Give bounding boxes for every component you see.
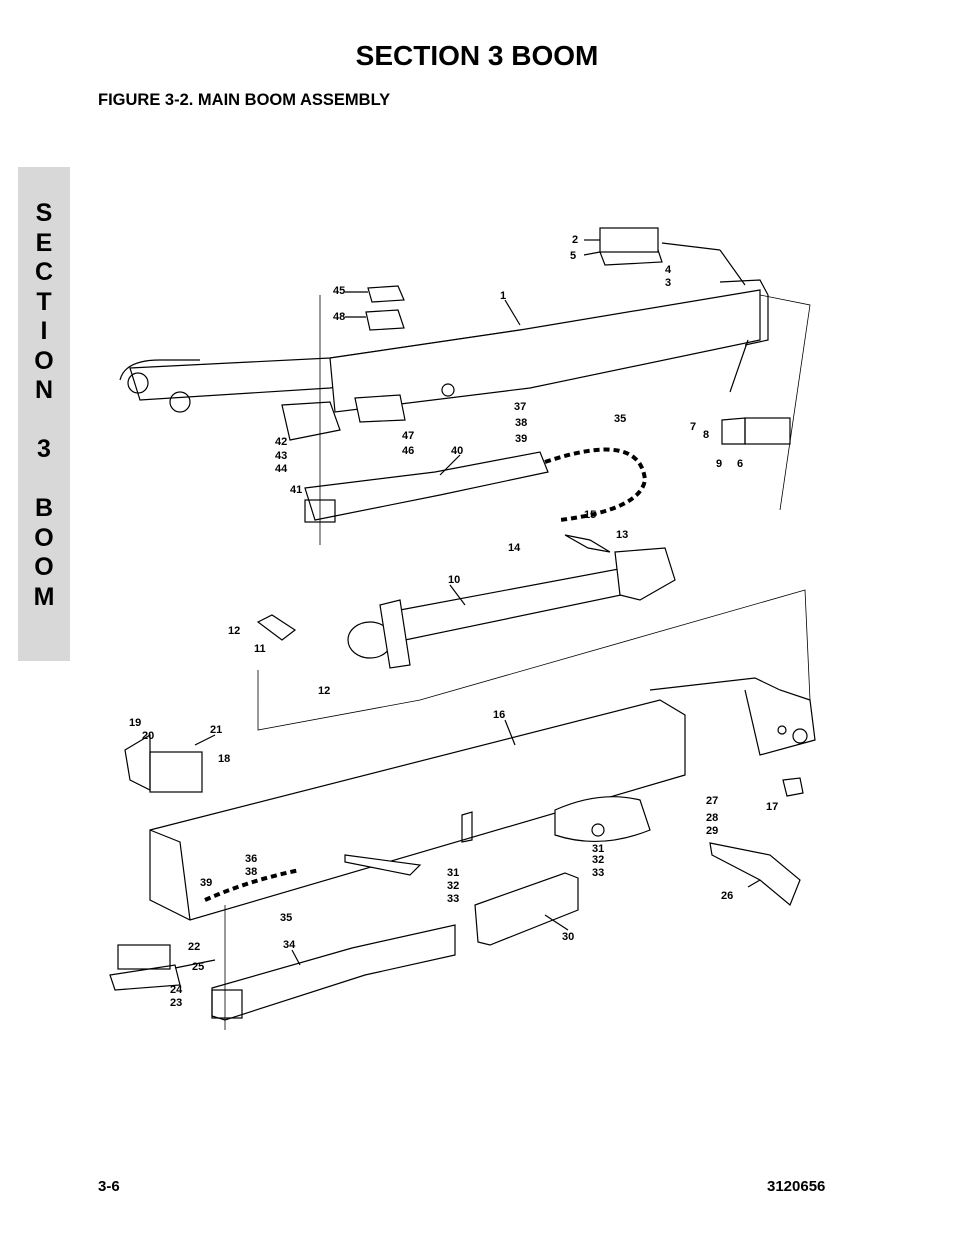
page-title: SECTION 3 BOOM [355,40,599,71]
part-callout: 23 [170,997,182,1009]
side-tab-letter: B [34,494,54,522]
part-callout: 11 [254,643,266,655]
part-callout: 37 [514,401,526,413]
side-tab-letter: O [34,346,54,375]
part-callout: 44 [275,463,288,475]
part-callout: 10 [448,574,460,586]
part-callout: 1 [500,290,506,302]
side-tab-letter: S [35,199,53,227]
part-callout: 22 [188,941,200,953]
boom-end-plate [649,677,816,756]
part-callout: 19 [129,717,141,729]
lift-cylinder [399,564,646,641]
side-tab-letter: O [34,523,54,552]
part-callout: 35 [280,912,292,924]
part-callout: 15 [584,509,596,521]
pin-17 [782,777,804,797]
part-callout: 8 [703,429,709,441]
part-callout: 31 [592,843,604,855]
wear-pad-22 [117,944,171,970]
part-callout: 29 [706,825,718,837]
part-callout: 32 [447,880,459,892]
part-callout: 31 [447,867,459,879]
part-callout: 25 [192,961,204,973]
part-callout: 2 [572,234,578,246]
document-number: 3120656 [767,1178,826,1195]
side-tab-letter: M [33,582,55,611]
pivot-hole [127,372,149,394]
part-callout: 20 [142,730,154,742]
part-callout: 41 [290,484,302,496]
part-callout: 5 [570,250,576,262]
wear-pad-18 [149,751,203,793]
part-callout: 42 [275,436,287,448]
boom-section-34 [211,924,456,1021]
side-tab-letter: I [40,317,48,345]
part-callout: 18 [218,753,230,765]
side-tab-letter: T [36,287,52,316]
part-callout: 26 [721,890,733,902]
section-side-tab: S E C T I O N 3 B O O M [18,167,70,661]
boom-section-30 [474,872,579,946]
wear-pad-6 [744,417,791,445]
part-callout: 28 [706,812,718,824]
part-callout: 3 [665,277,671,289]
part-callout: 34 [283,939,296,951]
part-callout: 12 [228,625,240,637]
pivot-hole [169,391,191,413]
part-callout: 13 [616,529,628,541]
part-callout: 35 [614,413,626,425]
cylinder-end-block [614,547,676,601]
page-number: 3-6 [98,1178,120,1195]
part-callout: 7 [690,421,696,433]
side-tab-letter: O [34,553,54,581]
part-callout: 16 [493,709,505,721]
side-tab-letter: 3 [37,435,51,463]
pin-13 [564,534,611,553]
part-callout: 43 [275,450,287,462]
part-callout: 32 [592,854,604,866]
part-callout: 47 [402,430,414,442]
part-callout: 45 [333,285,345,297]
part-callout: 24 [170,984,183,996]
pin-11 [256,614,297,641]
part-callout: 17 [766,801,778,813]
part-callout: 39 [515,433,527,445]
boom-section-40 [304,451,549,521]
part-callout: 46 [402,445,414,457]
side-tab-letter: E [35,228,53,257]
part-callout: 6 [737,458,743,470]
wear-pad [599,227,659,253]
part-callout: 14 [508,542,521,554]
side-tab-letter: C [34,258,54,286]
cable-track [544,447,648,522]
part-callout: 21 [210,724,222,736]
side-tab-letter: N [34,376,54,404]
part-callout: 38 [245,866,257,878]
boom-tip-bracket [719,279,769,346]
part-callout: 4 [665,264,672,276]
bracket-26 [709,842,801,906]
part-callout: 39 [200,877,212,889]
part-callout: 38 [515,417,527,429]
wear-pad-45 [367,285,405,303]
part-callout: 27 [706,795,718,807]
part-callout: 33 [447,893,459,905]
figure-caption: FIGURE 3-2. MAIN BOOM ASSEMBLY [98,91,391,109]
part-callout: 30 [562,931,574,943]
part-callout: 33 [592,867,604,879]
part-callout: 48 [333,311,345,323]
part-callout: 9 [716,458,722,470]
part-callout: 12 [318,685,330,697]
part-callout: 40 [451,445,463,457]
boom-section-16 [149,699,686,921]
part-callout: 36 [245,853,257,865]
boom-upper-section [329,289,761,413]
